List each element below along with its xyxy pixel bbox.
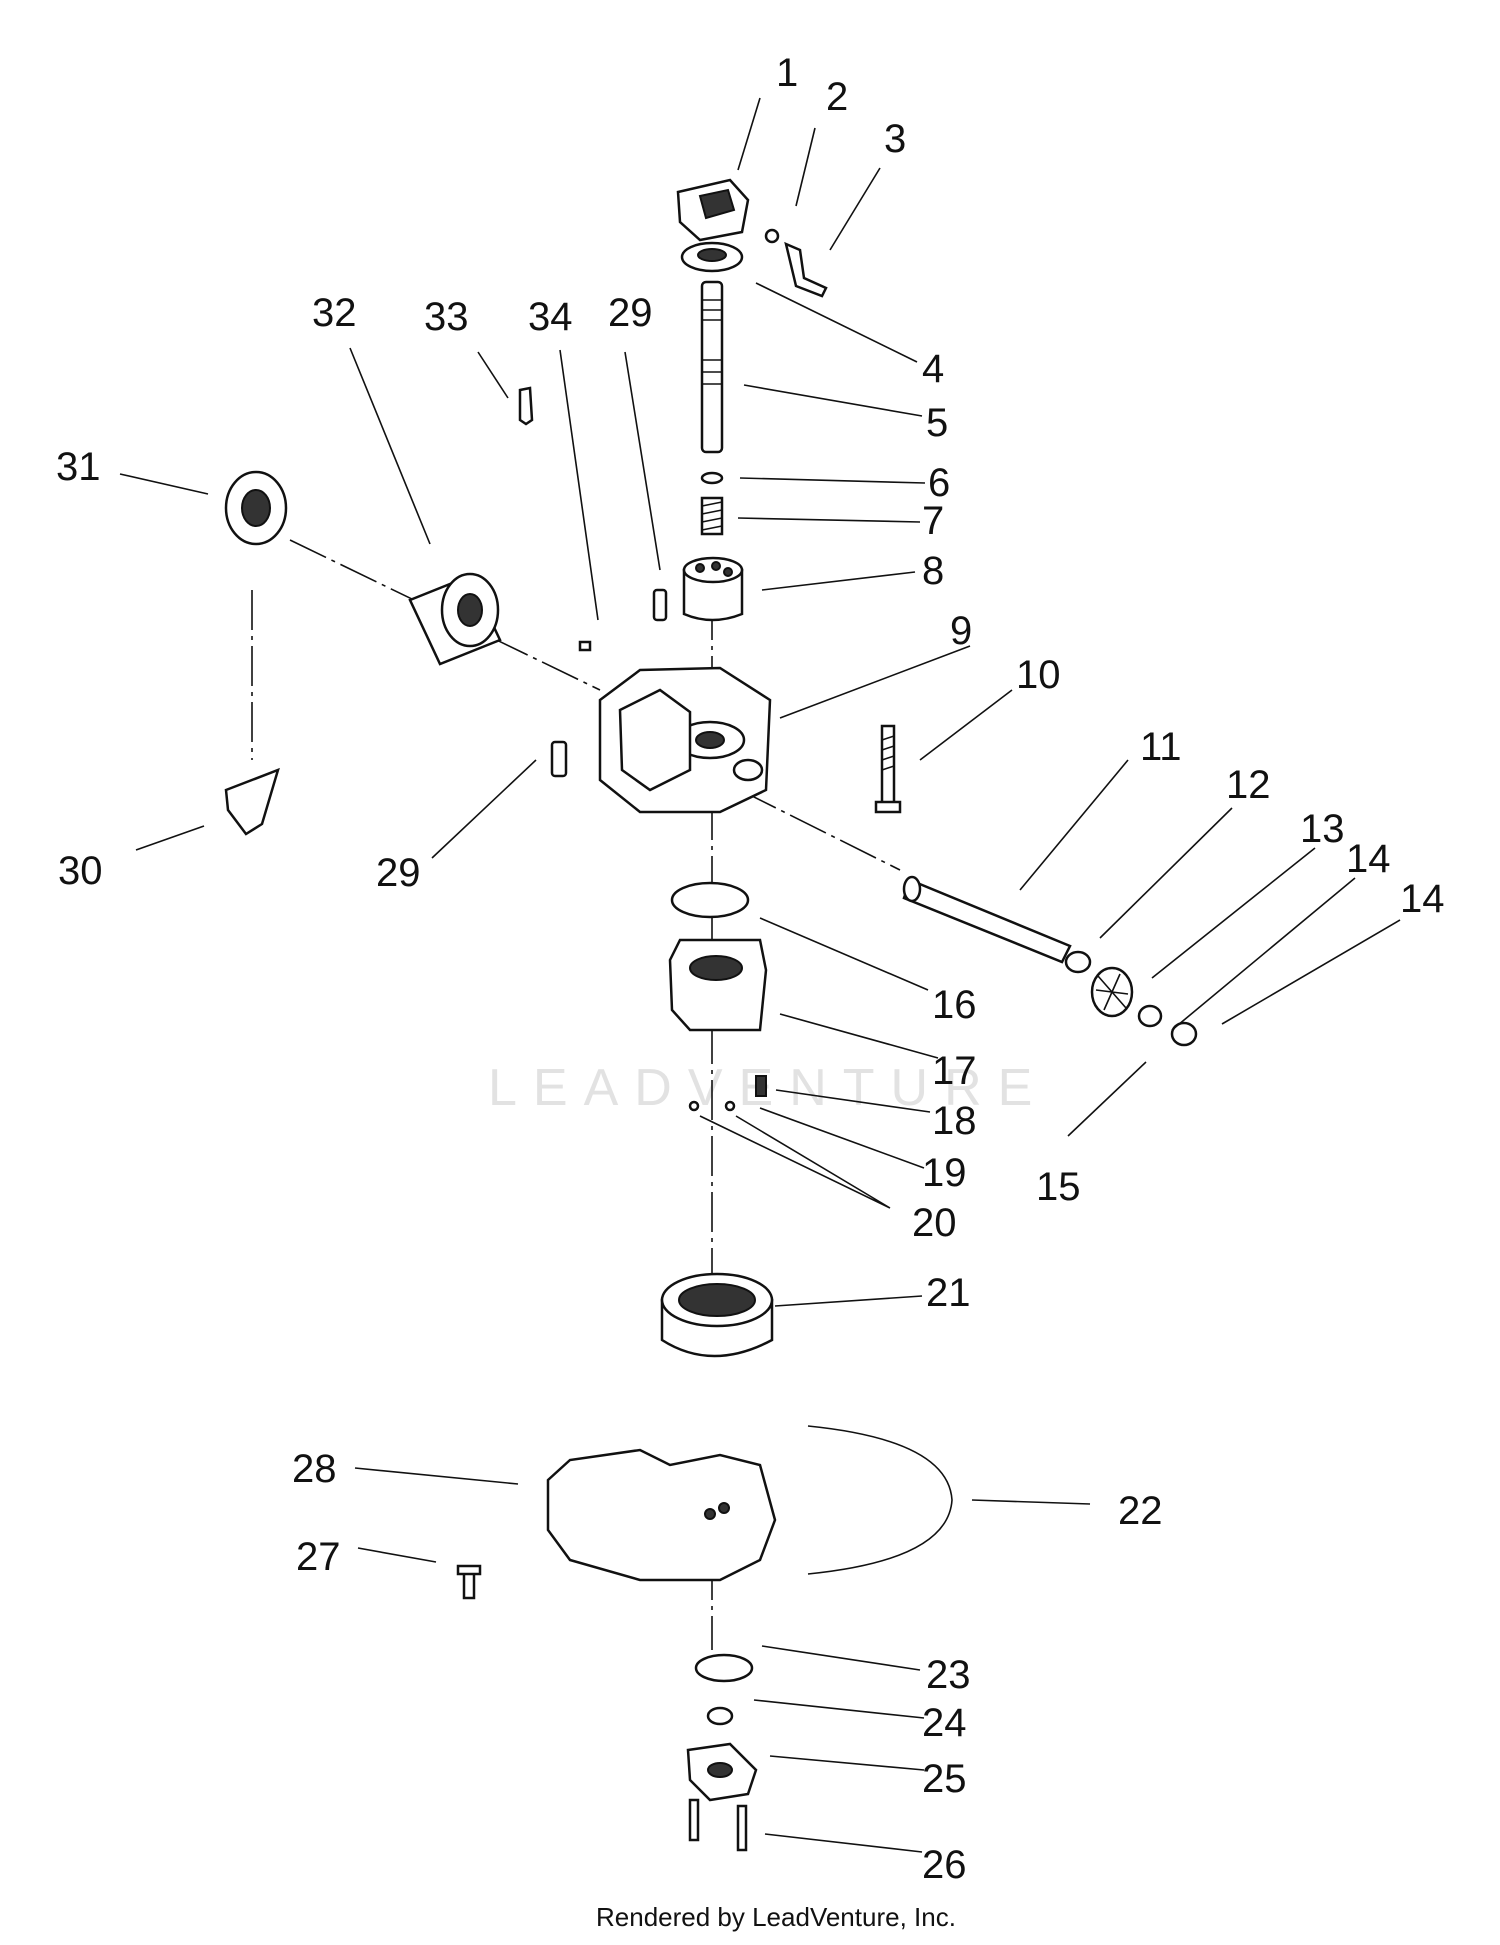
part-14-washer-a: [1137, 1004, 1163, 1028]
part-32-motor-block: [408, 572, 502, 666]
part-29-pin-upper: [652, 588, 668, 622]
part-17-center-section: [668, 938, 768, 1032]
part-10-bolt: [874, 724, 902, 814]
part-3-lever: [784, 241, 828, 298]
part-13-gear: [1090, 966, 1134, 1018]
part-29-pin-lower: [550, 740, 568, 778]
callout-22: 22: [1118, 1489, 1163, 1533]
callout-23: 23: [926, 1653, 971, 1697]
callout-31: 31: [56, 445, 101, 489]
callout-6: 6: [928, 461, 950, 505]
part-1-control-arm: [676, 178, 750, 242]
callout-2: 2: [826, 75, 848, 119]
callout-32: 32: [312, 291, 357, 335]
callout-8: 8: [922, 549, 944, 593]
callout-28: 28: [292, 1447, 337, 1491]
callout-11: 11: [1140, 725, 1182, 769]
part-34-key: [578, 640, 592, 652]
part-20-plugs: [688, 1100, 736, 1112]
part-24-seal: [706, 1706, 734, 1726]
callout-25: 25: [922, 1757, 967, 1801]
callout-5: 5: [926, 401, 948, 445]
callout-18: 18: [932, 1099, 977, 1143]
callout-labels: 1 2 3 4 5 6 7 8 9 10 11 12 13 14 14 15 1…: [56, 51, 1445, 1887]
callout-3: 3: [884, 117, 906, 161]
part-6-ring: [700, 471, 724, 485]
callout-29-a: 29: [608, 291, 653, 335]
part-16-o-ring: [670, 881, 750, 919]
callout-21: 21: [926, 1271, 971, 1315]
part-2-nut: [764, 228, 780, 244]
part-21-bearing: [660, 1272, 774, 1358]
part-5-shaft: [700, 280, 724, 454]
part-12-washer: [1064, 950, 1092, 974]
part-7-spring: [700, 496, 724, 536]
callout-20: 20: [912, 1201, 957, 1245]
part-4-seal: [680, 241, 744, 273]
callout-29-b: 29: [376, 851, 421, 895]
part-14-washer-b: [1170, 1021, 1198, 1047]
part-27-screw: [456, 1564, 482, 1600]
leader-lines: [119, 97, 1401, 1853]
callout-30: 30: [58, 849, 103, 893]
part-18-check-valve: [755, 1075, 767, 1097]
part-9-housing: [598, 666, 772, 814]
callout-15: 15: [1036, 1165, 1081, 1209]
part-31-seal: [224, 470, 288, 546]
part-26-bolts: [688, 1798, 748, 1852]
callout-14-a: 14: [1346, 837, 1391, 881]
part-33-bleed-screw: [518, 386, 534, 426]
callout-33: 33: [424, 295, 469, 339]
callout-17: 17: [932, 1049, 977, 1093]
part-30-bracket: [224, 767, 280, 836]
callout-4: 4: [922, 347, 944, 391]
callout-14-b: 14: [1400, 877, 1445, 921]
callout-16: 16: [932, 983, 977, 1027]
callout-34: 34: [528, 295, 573, 339]
callout-19: 19: [922, 1151, 967, 1195]
render-credit: Rendered by LeadVenture, Inc.: [596, 1902, 956, 1932]
diagonal-axis-right: [739, 789, 901, 871]
part-11-axle-shaft: [902, 875, 1072, 964]
callout-7: 7: [922, 499, 944, 543]
callout-9: 9: [950, 609, 972, 653]
callout-1: 1: [776, 51, 798, 95]
callout-24: 24: [922, 1701, 967, 1745]
callout-27: 27: [296, 1535, 341, 1579]
callout-13: 13: [1300, 807, 1345, 851]
callout-12: 12: [1226, 763, 1271, 807]
part-28-cover-plate: [546, 1448, 777, 1582]
part-25-flange: [686, 1742, 758, 1802]
part-23-ring: [694, 1653, 754, 1683]
callout-26: 26: [922, 1843, 967, 1887]
part-22-arc: [807, 1425, 953, 1575]
callout-10: 10: [1016, 653, 1061, 697]
part-8-cylinder-block: [682, 556, 744, 622]
